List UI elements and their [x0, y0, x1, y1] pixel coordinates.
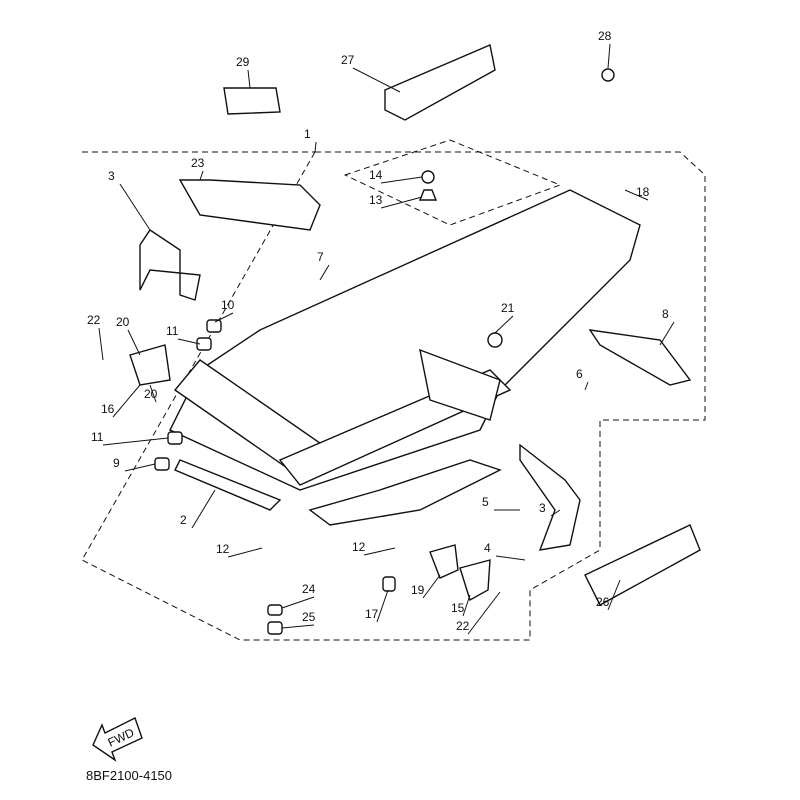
leader-line	[380, 176, 423, 184]
drawing-code: 8BF2100-4150	[86, 768, 173, 783]
part-label-27: 27	[341, 53, 355, 67]
leader-line	[281, 596, 315, 609]
leader-line	[352, 67, 401, 93]
leader-line	[124, 463, 156, 472]
leader-line	[281, 624, 315, 629]
leader-line	[98, 327, 104, 361]
part-label-12: 12	[216, 542, 230, 556]
leader-line	[624, 189, 649, 201]
leader-line	[380, 196, 423, 209]
part-label-21: 21	[501, 301, 515, 315]
part-label-18: 18	[636, 185, 650, 199]
part-label-8: 8	[662, 307, 669, 321]
small-parts	[129, 44, 701, 635]
part-29	[223, 87, 281, 115]
part-label-11: 11	[91, 430, 104, 444]
leader-line	[247, 69, 251, 89]
part-label-26: 26	[596, 595, 610, 609]
part-27	[384, 44, 496, 121]
frame-body	[169, 189, 641, 526]
part-label-3: 3	[539, 501, 546, 515]
part-label-10: 10	[221, 298, 235, 312]
part-3-right	[519, 443, 581, 551]
leader-line	[319, 264, 330, 281]
part-label-20: 20	[116, 315, 130, 329]
subframe-boundary	[343, 139, 562, 226]
leader-line	[214, 312, 234, 323]
part-label-11: 11	[166, 324, 179, 338]
leader-line	[659, 321, 675, 346]
part-label-9: 9	[113, 456, 120, 470]
leader-line	[177, 338, 201, 345]
part-label-22: 22	[87, 313, 101, 327]
part-label-4: 4	[484, 541, 491, 555]
leader-line	[607, 43, 611, 69]
part-label-3: 3	[108, 169, 115, 183]
part-label-14: 14	[369, 168, 383, 182]
part-28	[601, 68, 615, 82]
part-2	[174, 459, 282, 511]
leader-line	[462, 594, 471, 617]
leader-line	[607, 579, 621, 611]
part-label-16: 16	[101, 402, 115, 416]
part-label-5: 5	[482, 495, 489, 509]
leader-line	[363, 547, 396, 556]
leader-line	[227, 547, 263, 558]
part-26	[584, 524, 701, 606]
leader-line	[422, 574, 441, 599]
leader-line	[149, 384, 157, 403]
part-label-7: 7	[317, 250, 324, 264]
leader-line	[467, 591, 501, 635]
fwd-arrow-icon: FWD	[92, 717, 143, 762]
part-label-22: 22	[456, 619, 470, 633]
leader-line	[199, 170, 204, 181]
part-label-23: 23	[191, 156, 205, 170]
leader-line	[495, 555, 526, 561]
leader-line	[584, 381, 589, 391]
leader-line	[550, 509, 561, 517]
leader-line	[112, 384, 141, 418]
part-label-20: 20	[144, 387, 158, 401]
part-label-25: 25	[302, 610, 316, 624]
leader-line	[102, 437, 169, 446]
part-label-24: 24	[302, 582, 316, 596]
part-label-17: 17	[365, 607, 379, 621]
leader-line	[191, 489, 216, 529]
leader-line	[127, 329, 141, 356]
part-label-13: 13	[369, 193, 383, 207]
leader-line	[314, 141, 317, 153]
leader-line	[119, 183, 151, 231]
leader-line	[376, 589, 389, 623]
part-label-12: 12	[352, 540, 366, 554]
part-label-19: 19	[411, 583, 425, 597]
part-label-6: 6	[576, 367, 583, 381]
part-label-28: 28	[598, 29, 612, 43]
part-label-15: 15	[451, 601, 465, 615]
part-label-2: 2	[180, 513, 187, 527]
assembly-boundary	[81, 151, 706, 641]
leader-line	[494, 315, 514, 334]
part-label-29: 29	[236, 55, 250, 69]
part-label-1: 1	[304, 127, 311, 141]
part-8	[588, 329, 692, 386]
